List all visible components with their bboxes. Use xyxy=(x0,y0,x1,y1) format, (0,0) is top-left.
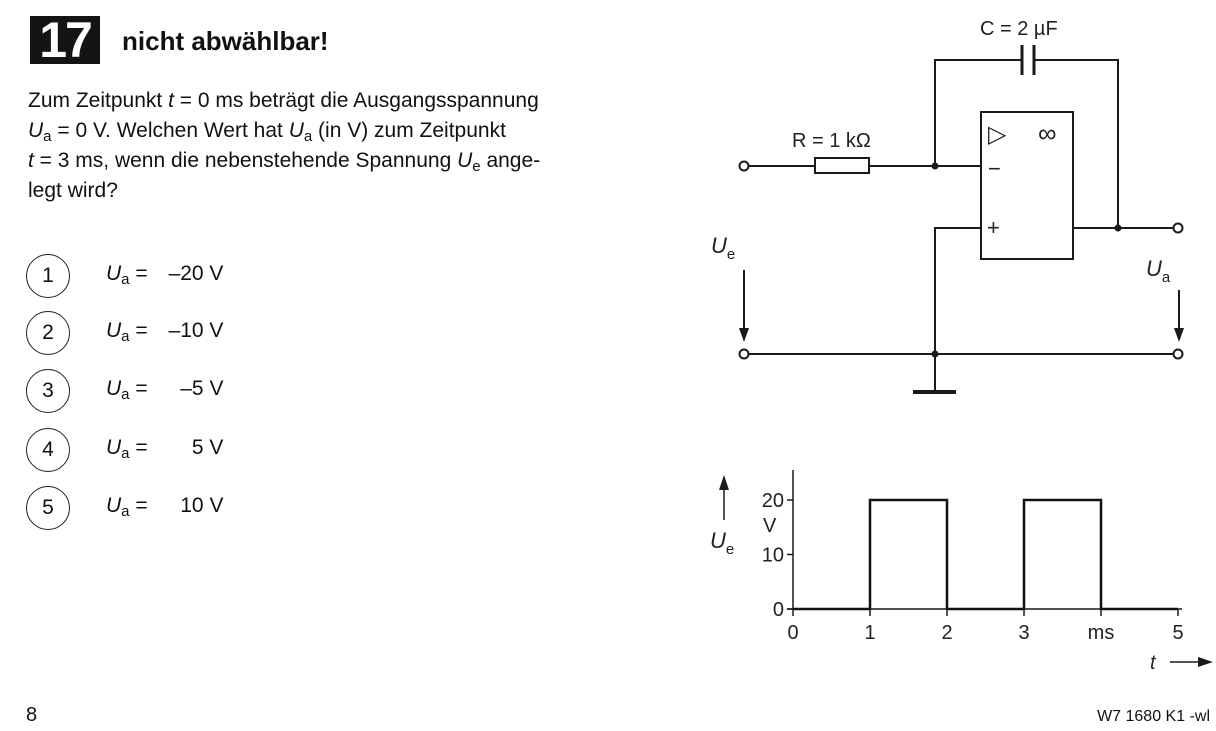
x-tick-label: ms xyxy=(1088,622,1115,644)
option-formula: Ua = –20 V xyxy=(106,262,224,288)
y-tick-label: 0 xyxy=(773,599,784,621)
x-arrowhead xyxy=(1198,657,1213,667)
page-number: 8 xyxy=(26,704,38,726)
option-formula: Ua = –10 V xyxy=(106,319,224,345)
chart-y-label: Ue xyxy=(710,528,734,558)
noninverting-input-sign: + xyxy=(987,215,1000,240)
x-tick-label: 5 xyxy=(1172,622,1183,644)
y-tick-label: 10 xyxy=(762,545,784,567)
answer-option-2[interactable]: 2 Ua = –10 V xyxy=(26,311,326,355)
y-tick-label: 20 xyxy=(762,490,784,512)
resistor-label: R = 1 kΩ xyxy=(792,130,871,152)
terminals xyxy=(738,160,1184,360)
output-arrowhead xyxy=(1174,328,1184,342)
option-number-circle: 4 xyxy=(26,428,70,472)
noninverting-wire xyxy=(934,227,981,354)
inverting-input-sign: − xyxy=(988,156,1001,181)
x-tick-label: 3 xyxy=(1018,622,1029,644)
answer-option-3[interactable]: 3 Ua = –5 V xyxy=(26,369,326,413)
resistor xyxy=(814,157,870,174)
task-heading: nicht abwählbar! xyxy=(122,26,329,56)
option-formula: Ua = 5 V xyxy=(106,436,224,462)
tick-labels: 0 1 2 3 ms 5 0 10 20 xyxy=(762,490,1184,644)
feedback-wire xyxy=(934,59,1022,166)
opamp-gain: ∞ xyxy=(1038,118,1057,148)
y-unit-label: V xyxy=(763,515,777,537)
output-terminal-top xyxy=(1172,222,1184,234)
junction-node xyxy=(1114,224,1122,232)
capacitor-label: C = 2 µF xyxy=(980,18,1058,40)
junction-node xyxy=(931,350,939,358)
chart-ticks xyxy=(787,499,1179,616)
x-tick-label: 0 xyxy=(787,622,798,644)
answer-option-1[interactable]: 1 Ua = –20 V xyxy=(26,254,326,298)
feedback-wire-right xyxy=(1034,59,1119,228)
signal-line xyxy=(793,498,1178,611)
circuit-points xyxy=(739,162,1184,358)
input-terminal-bottom xyxy=(738,348,750,360)
option-number-circle: 2 xyxy=(26,311,70,355)
circuit-diagram xyxy=(743,45,1180,394)
document-code: W7 1680 K1 -wl xyxy=(1097,708,1210,725)
input-arrowhead xyxy=(739,328,749,342)
question-text: Zum Zeitpunkt t = 0 ms beträgt die Ausga… xyxy=(28,89,541,202)
option-formula: Ua = 10 V xyxy=(106,494,224,520)
option-number-circle: 1 xyxy=(26,254,70,298)
answer-option-5[interactable]: 5 Ua = 10 V xyxy=(26,486,326,530)
option-number-circle: 5 xyxy=(26,486,70,530)
output-voltage-label: Ua xyxy=(1146,256,1171,286)
opamp-symbol: ▷ xyxy=(988,121,1007,148)
option-number-circle: 3 xyxy=(26,369,70,413)
option-formula: Ua = –5 V xyxy=(106,377,224,403)
x-tick-label: 1 xyxy=(864,622,875,644)
x-tick-label: 2 xyxy=(941,622,952,644)
junction-node xyxy=(931,162,939,170)
opamp-body xyxy=(980,111,1074,260)
input-voltage-label: Ue xyxy=(711,233,735,263)
chart-x-label: t xyxy=(1150,652,1157,674)
pulse-chart: 0 1 2 3 ms 5 0 10 20 V Ue t xyxy=(710,470,1213,674)
input-terminal-top xyxy=(738,160,750,172)
output-terminal-bottom xyxy=(1172,348,1184,360)
task-number: 17 xyxy=(30,15,100,65)
answer-option-4[interactable]: 4 Ua = 5 V xyxy=(26,428,326,472)
y-arrowhead xyxy=(719,475,729,490)
